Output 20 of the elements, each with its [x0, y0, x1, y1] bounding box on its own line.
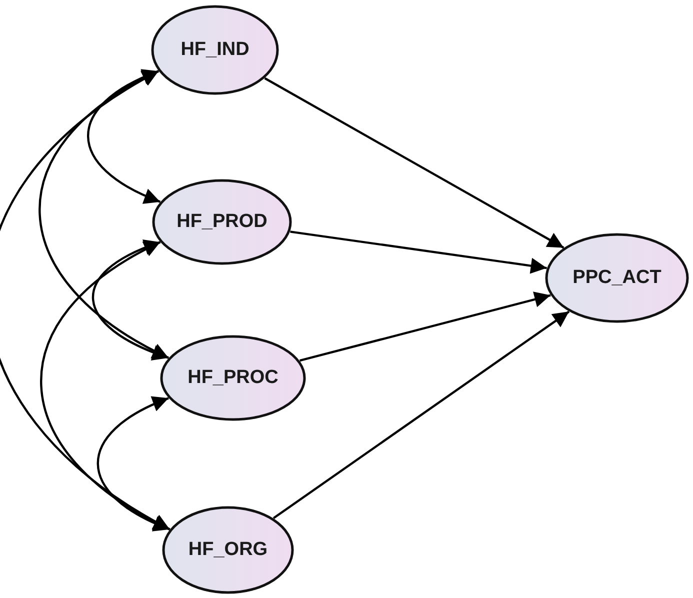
curved-double-arrow — [92, 240, 169, 360]
arrow — [264, 77, 564, 249]
curved-double-arrow — [87, 70, 161, 203]
node-label: HF_PROC — [188, 367, 278, 389]
ellipse-node — [160, 335, 306, 421]
arrow — [272, 310, 570, 520]
node-label: PPC_ACT — [572, 267, 662, 289]
curved-double-arrow — [38, 70, 170, 359]
curved-double-arrow — [40, 241, 170, 530]
ellipse-node — [151, 5, 279, 95]
ellipse-node — [152, 179, 292, 265]
ellipse-node — [545, 233, 689, 323]
arrow — [299, 292, 551, 362]
ellipse-node — [162, 506, 294, 594]
arrow — [290, 230, 547, 274]
node-label: HF_ORG — [188, 539, 268, 561]
curved-double-arrow — [96, 397, 170, 530]
curved-double-arrow — [0, 70, 170, 530]
node-label: HF_IND — [180, 39, 250, 61]
node-label: HF_PROD — [176, 211, 268, 233]
